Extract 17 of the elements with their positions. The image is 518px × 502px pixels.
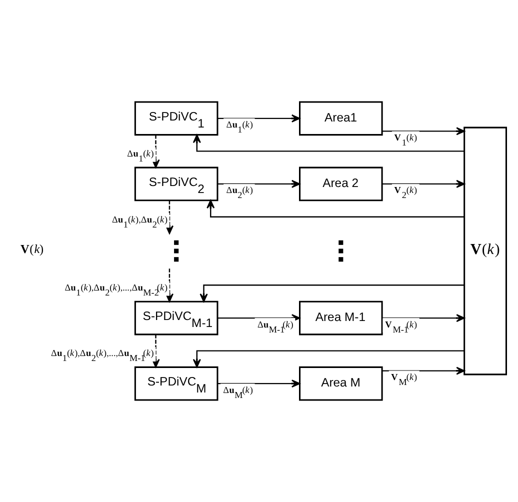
node-box: Area M-1 — [299, 300, 383, 336]
arrow — [206, 200, 464, 218]
arrow — [382, 314, 465, 322]
node-box: V(k) — [464, 126, 507, 376]
arrow — [218, 180, 300, 188]
arrow — [218, 114, 300, 122]
arrow — [218, 380, 300, 388]
label: V(k) — [20, 242, 44, 256]
node-box: Area M — [299, 366, 383, 401]
arrow — [382, 366, 465, 375]
arrow — [200, 284, 464, 302]
node-box: Area1 — [299, 101, 383, 136]
arrow — [192, 134, 464, 152]
arrow — [382, 127, 465, 136]
arrow — [192, 350, 464, 368]
node-box: Area 2 — [299, 166, 383, 202]
arrow — [382, 180, 465, 188]
